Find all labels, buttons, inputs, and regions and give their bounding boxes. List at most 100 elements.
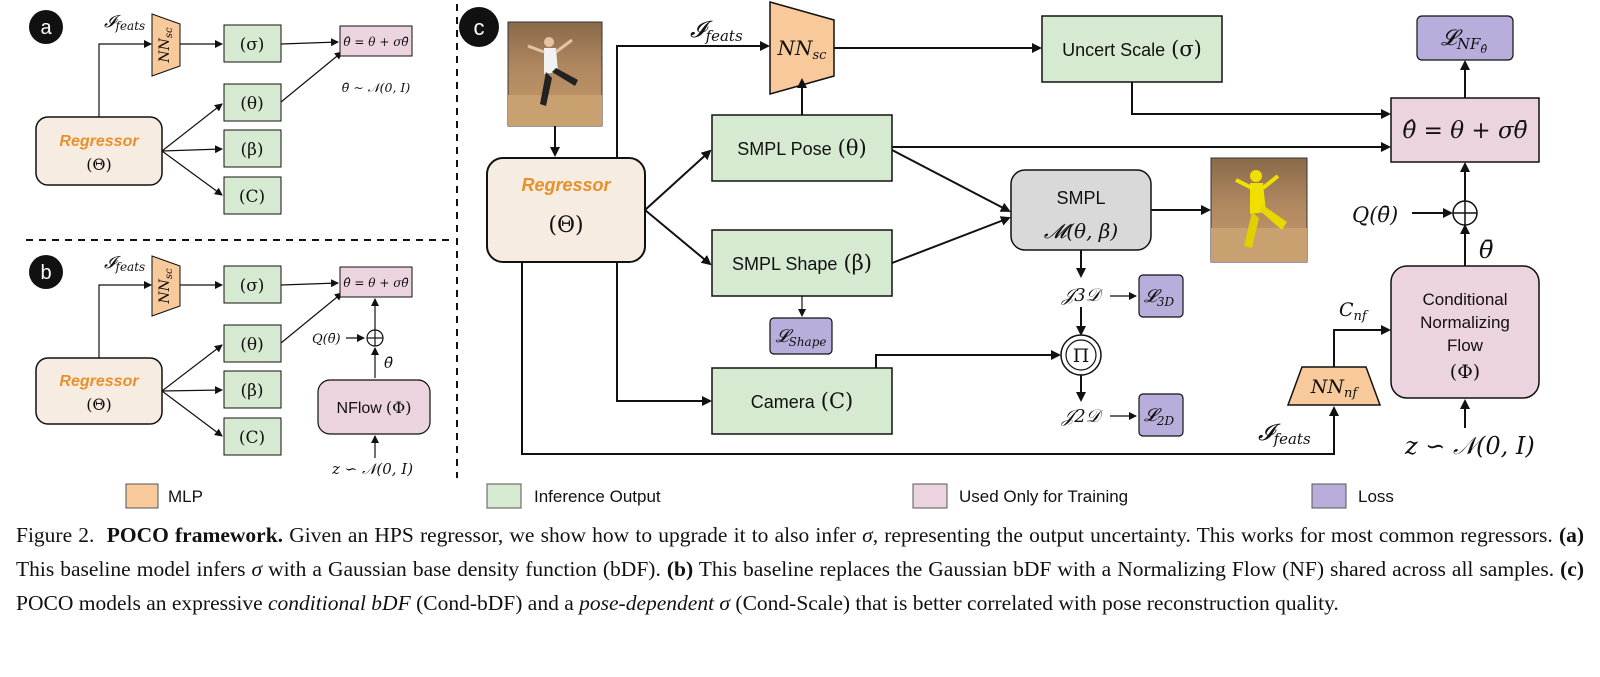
theta-bar-label: θ̄ <box>1479 236 1494 264</box>
legend-swatch-loss <box>1311 483 1347 509</box>
theta-box <box>223 324 282 363</box>
uncert-scale-box <box>1041 15 1223 83</box>
smpl-shape-label: SMPL Shape(β) <box>732 251 872 275</box>
feats-to-nn-nf-arrow <box>521 262 1339 455</box>
caption-sigma-3: σ <box>719 591 731 615</box>
sigma-label: (σ) <box>240 276 265 296</box>
legend-label-training: Used Only for Training <box>959 487 1128 506</box>
caption-title: POCO framework. <box>106 523 284 547</box>
camera-label: (C) <box>239 187 265 207</box>
reg-to-camera-arrow <box>616 262 712 406</box>
reg-to-shape-arrow <box>644 209 712 266</box>
caption-text-3: This baseline model infers <box>16 557 252 581</box>
caption-sigma-2: σ <box>251 557 263 581</box>
beta-box <box>223 370 282 409</box>
sigma-box <box>223 24 282 63</box>
camera-to-pi-arrow <box>875 350 1061 368</box>
reg-to-beta-arrow <box>161 386 223 395</box>
sigma-label: (σ) <box>240 35 265 55</box>
q-theta-bar-label: Q(θ̄) <box>312 332 341 347</box>
caption-text-5: This baseline replaces the Gaussian bDF … <box>693 557 1561 581</box>
theta-label: (θ) <box>240 335 264 355</box>
smpl-pose-box <box>711 114 893 182</box>
cnf-line3: Flow <box>1447 336 1484 355</box>
theta-label: (θ) <box>240 94 264 114</box>
caption-c: (c) <box>1560 557 1584 581</box>
feats-arrow <box>98 40 152 117</box>
nn-nf-mlp <box>1286 366 1382 406</box>
panel-b-letter: b <box>40 262 51 284</box>
nflow-box <box>317 379 431 435</box>
q-theta-bar-label: Q(θ̄) <box>1352 203 1398 227</box>
projection-label: Π <box>1073 345 1090 367</box>
feats-to-nn-sc-arrow <box>616 41 770 158</box>
smpl-label: SMPL <box>1056 188 1105 208</box>
camera-label: Camera(C) <box>751 389 854 413</box>
nn-nf-label: NNnf <box>1310 376 1360 401</box>
poco-framework-diagram: a Regressor (Θ) 𝓘feats NNsc (σ) (θ) (β) … <box>26 1 1540 509</box>
i-feats-label: 𝓘feats <box>104 253 145 274</box>
input-image <box>507 21 603 127</box>
regressor-box <box>35 116 163 186</box>
theta-hat-formula: θ̂ = θ + σθ̄ <box>1402 118 1527 144</box>
smpl-pose-label: SMPL Pose(θ) <box>737 136 866 160</box>
theta-to-hat-arrow <box>280 51 343 103</box>
caption-text-4: with a Gaussian base density function (b… <box>262 557 667 581</box>
nn-sc-label: NNsc <box>157 268 175 305</box>
legend-label-inference: Inference Output <box>534 487 661 506</box>
camera-box <box>223 176 282 215</box>
uncert-scale-label: Uncert Scale(σ) <box>1062 37 1202 61</box>
camera-label: (C) <box>239 428 265 448</box>
theta-hat-box <box>1390 97 1540 163</box>
reg-to-beta-arrow <box>161 145 223 154</box>
sigma-to-hat-arrow <box>280 279 339 288</box>
z-distribution: z ∽ 𝒩(0, I) <box>331 460 413 478</box>
panel-a: a Regressor (Θ) 𝓘feats NNsc (σ) (θ) (β) … <box>29 10 413 215</box>
loss-shape-box <box>769 317 833 355</box>
caption-cond-bdf: conditional bDF <box>268 591 411 615</box>
regressor-label: Regressor <box>521 175 611 195</box>
theta-bar-label: θ̄ <box>384 354 393 372</box>
feats-arrow <box>98 281 152 358</box>
theta-box <box>223 83 282 122</box>
i-feats-label: 𝓘feats <box>104 12 145 33</box>
theta-params-label: (Θ) <box>548 213 583 238</box>
smpl-function-label: 𝓜(θ, β) <box>1044 219 1118 243</box>
sigma-box <box>223 265 282 304</box>
nn-sc-label: NNsc <box>777 36 828 63</box>
reg-to-theta-arrow <box>161 103 223 152</box>
j2d-label: 𝒥2𝒟 <box>1061 406 1104 427</box>
c-nf-label: Cnf <box>1339 299 1369 324</box>
legend-swatch-training <box>912 483 948 509</box>
theta-hat-box <box>339 25 413 57</box>
beta-box <box>223 129 282 168</box>
i-feats-label: 𝓘feats <box>690 17 743 45</box>
cnf-phi-label: (Φ) <box>1450 361 1480 383</box>
legend-swatch-mlp <box>125 483 159 509</box>
caption-text-8: (Cond-Scale) that is better correlated w… <box>730 591 1339 615</box>
caption-a: (a) <box>1558 523 1585 547</box>
panel-a-badge <box>29 10 63 44</box>
nn-sc-mlp <box>151 13 181 77</box>
theta-to-hat-arrow <box>280 292 343 344</box>
legend-swatch-inference <box>486 483 522 509</box>
legend: MLP Inference Output Used Only for Train… <box>125 483 1394 509</box>
nn-sc-label: NNsc <box>157 27 175 64</box>
z-distribution: z ∽ 𝒩(0, I) <box>1404 432 1535 460</box>
caption-fig-number: Figure 2. <box>16 523 95 547</box>
cnf-line2: Normalizing <box>1420 313 1510 332</box>
theta-bar-distribution: θ̄ ∼ 𝒩(0, I) <box>342 80 411 95</box>
reg-to-cam-arrow <box>161 150 223 196</box>
regressor-label: Regressor <box>59 373 139 390</box>
camera-box <box>223 417 282 456</box>
pose-to-smpl-arrow <box>891 149 1011 212</box>
caption-pose-dependent: pose-dependent <box>579 591 715 615</box>
nflow-label: NFlow(Φ) <box>337 398 412 417</box>
nn-sc-mlp <box>151 255 181 317</box>
loss-3d-box <box>1138 274 1184 318</box>
loss-2d-box <box>1138 393 1184 437</box>
panel-c: c Regressor (Θ) 𝓘feats NNsc Uncert Scale… <box>459 1 1540 460</box>
caption-text-2: , representing the output uncertainty. T… <box>872 523 1559 547</box>
figure-caption: Figure 2. POCO framework. Given an HPS r… <box>16 518 1584 620</box>
legend-label-mlp: MLP <box>168 487 203 506</box>
